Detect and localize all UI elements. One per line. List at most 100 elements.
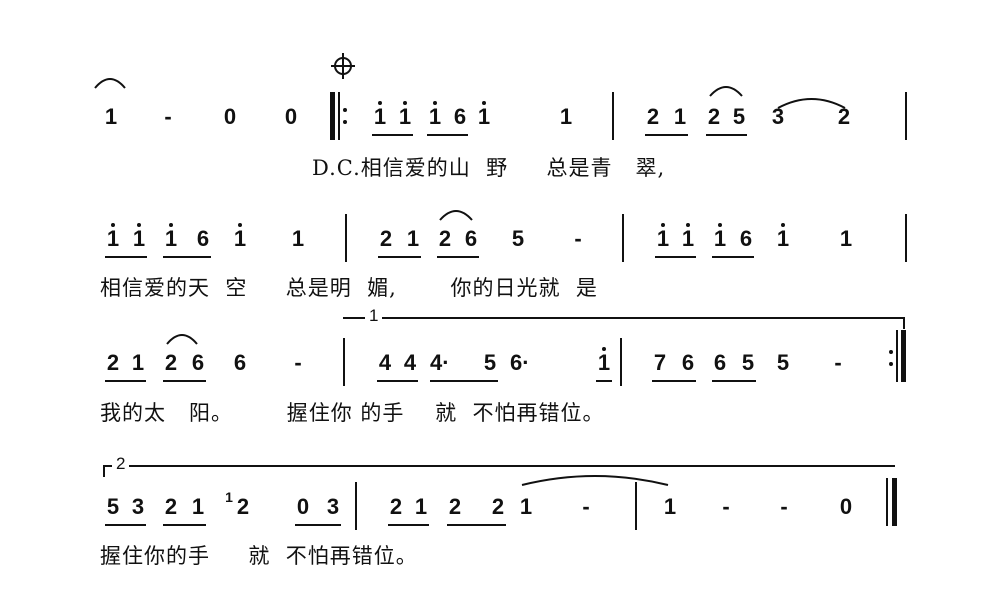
high-octave-dot	[111, 223, 115, 227]
note-digit: 1	[291, 226, 305, 251]
note-digit: 1	[414, 494, 428, 519]
note-digit: 1	[673, 104, 687, 129]
note: 2	[105, 352, 121, 374]
beat-underline	[105, 380, 146, 382]
note: -	[290, 352, 306, 374]
beat-underline	[706, 134, 747, 136]
note-digit: 6	[196, 226, 210, 251]
note: 3	[770, 106, 786, 128]
high-octave-dot	[378, 101, 382, 105]
note-digit: 4·	[430, 350, 450, 375]
note: 4·	[430, 352, 450, 374]
note-digit: 6·	[510, 350, 530, 375]
note-digit: 1	[131, 350, 145, 375]
high-octave-dot	[718, 223, 722, 227]
note-digit: 0	[839, 494, 853, 519]
beat-underline	[655, 256, 696, 258]
note: 0	[222, 106, 238, 128]
note: 5	[731, 106, 747, 128]
beat-underline	[652, 380, 696, 382]
note: 6	[712, 352, 728, 374]
note-digit: 1	[233, 226, 247, 251]
note-digit: 2	[164, 350, 178, 375]
barline	[886, 478, 888, 526]
note: 0	[838, 496, 854, 518]
note-digit: -	[294, 350, 302, 375]
grace-note: 1	[225, 489, 233, 505]
note-digit: 1	[398, 104, 412, 129]
high-octave-dot	[602, 347, 606, 351]
repeat-dot	[889, 350, 893, 354]
beat-underline	[372, 134, 413, 136]
slur-tie	[521, 475, 669, 486]
barline	[612, 92, 614, 140]
note: 5	[740, 352, 756, 374]
note-digit: 2	[236, 494, 250, 519]
barline	[896, 330, 898, 382]
note: 6	[195, 228, 211, 250]
note-digit: 1	[713, 226, 727, 251]
note: 1	[372, 101, 388, 129]
note-digit: 2	[164, 494, 178, 519]
lyrics-line-1: D.C.相信爱的山 野 总是青 翠,	[312, 156, 666, 180]
note-digit: 2	[389, 494, 403, 519]
note: -	[570, 228, 586, 250]
note-digit: -	[722, 494, 730, 519]
note-digit: 0	[223, 104, 237, 129]
note-digit: -	[574, 226, 582, 251]
note-digit: 1	[373, 104, 387, 129]
high-octave-dot	[661, 223, 665, 227]
barline	[905, 92, 907, 140]
beat-underline	[105, 524, 146, 526]
note: 1	[712, 223, 728, 251]
note-digit: 5	[106, 494, 120, 519]
note-digit: 2	[707, 104, 721, 129]
note: 1	[662, 496, 678, 518]
lyrics-line-2: 相信爱的天 空 总是明 媚, 你的日光就 是	[100, 276, 598, 300]
note-digit: 5	[776, 350, 790, 375]
note: 1	[103, 106, 119, 128]
slur-tie	[166, 334, 198, 345]
barline	[338, 92, 340, 140]
beat-underline	[596, 380, 612, 382]
note: 2	[836, 106, 852, 128]
note: 1	[163, 223, 179, 250]
note: -	[776, 496, 792, 518]
note-digit: 6	[681, 350, 695, 375]
note-digit: 6	[464, 226, 478, 251]
note-digit: 0	[284, 104, 298, 129]
note: -	[578, 496, 594, 518]
note-digit: 5	[483, 350, 497, 375]
note-digit: 6	[453, 104, 467, 129]
note-digit: 6	[191, 350, 205, 375]
note-digit: 2	[448, 494, 462, 519]
note: 1	[655, 223, 671, 250]
volta-bracket-1	[343, 317, 905, 329]
note-digit: 6	[713, 350, 727, 375]
note: 6	[738, 228, 754, 250]
note-digit: -	[164, 104, 172, 129]
lyrics-line-3: 我的太 阳。 握住你 的手 就 不怕再错位。	[100, 401, 605, 425]
note: 5	[775, 352, 791, 374]
note: 1	[518, 496, 534, 518]
note: 2	[163, 496, 179, 518]
high-octave-dot	[403, 101, 407, 105]
note-digit: 4	[403, 350, 417, 375]
note: 5	[105, 496, 121, 518]
note-digit: 1	[519, 494, 533, 519]
repeat-start-barline	[330, 92, 335, 140]
barline	[622, 214, 624, 262]
high-octave-dot	[238, 223, 242, 227]
note: 6	[232, 352, 248, 374]
beat-underline	[437, 256, 479, 258]
note: 1	[476, 101, 492, 128]
note-digit: 2	[837, 104, 851, 129]
note: 2	[388, 496, 404, 518]
beat-underline	[295, 524, 341, 526]
note: 7	[652, 352, 668, 374]
note-digit: 1	[663, 494, 677, 519]
barline	[355, 482, 357, 530]
note: 1	[190, 496, 206, 518]
repeat-end-barline	[901, 330, 906, 382]
